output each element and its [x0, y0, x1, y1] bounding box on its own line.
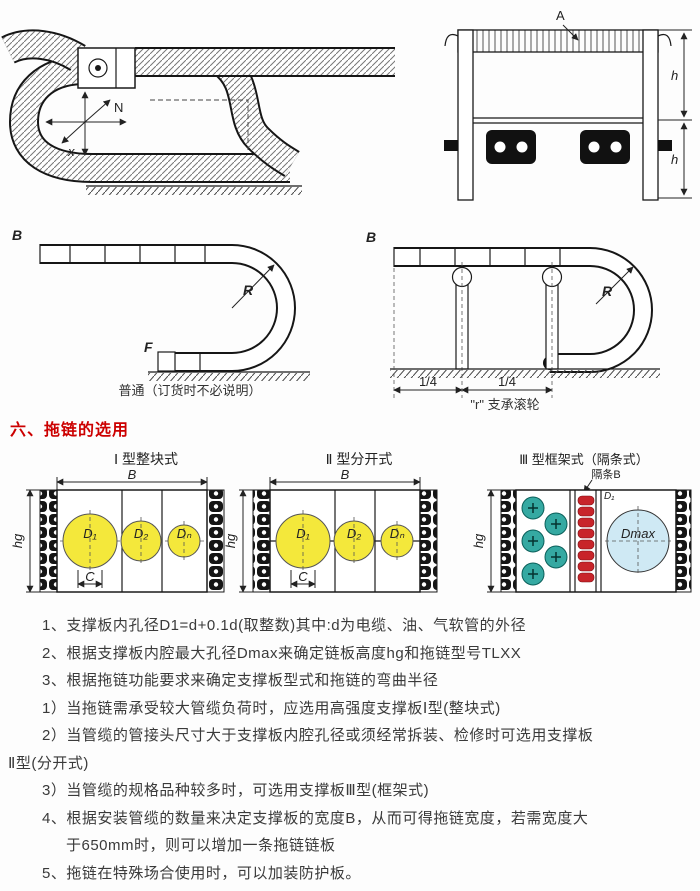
- hose-circles: [521, 496, 568, 586]
- label-r-plain: R: [243, 282, 254, 298]
- chain-strip-left: [39, 489, 58, 593]
- label-n: N: [114, 100, 123, 115]
- label-r-roller: R: [602, 283, 613, 299]
- label-a: A: [556, 8, 565, 23]
- dim-quarter-2: 1/4: [461, 374, 553, 394]
- chain-strip-right: [206, 489, 225, 593]
- ground-hatch-roller: [390, 368, 660, 378]
- label-quarter-1: 1/4: [419, 374, 437, 389]
- label-x: x: [67, 144, 75, 159]
- dim-h-bottom: h: [658, 122, 692, 199]
- type1-diagram: Ⅰ 型整块式 B D₁ D₂ Dₙ C: [10, 451, 225, 593]
- support-roller-1: [451, 262, 473, 398]
- note-line-8: 4、根据安装管缆的数量来决定支撑板的宽度B，从而可得拖链宽度，若需宽度大: [42, 809, 589, 827]
- fixed-bracket: [157, 351, 176, 372]
- caption-roller: "r" 支承滚轮: [470, 397, 539, 412]
- selection-notes: 1、支撑板内孔径D1=d+0.1d(取整数)其中:d为电缆、油、气软管的外径 2…: [0, 612, 700, 887]
- chain-strip-right: [419, 489, 438, 593]
- type3-diagram: Ⅲ 型框架式（隔条式） 隔条B: [471, 452, 692, 593]
- type2-diagram: Ⅱ 型分开式 B D₁ D₂ Dₙ C: [223, 451, 438, 593]
- caption-plain: 普通（订货时不必说明）: [118, 383, 261, 398]
- right-wall: [642, 29, 659, 201]
- chain-strip-right: [675, 489, 692, 593]
- dim-h-top: h: [658, 29, 692, 121]
- label-dn: Dₙ: [177, 526, 192, 541]
- note-line-10: 5、拖链在特殊场合使用时，可以加装防护板。: [42, 864, 361, 882]
- ground-hatch-plain: [148, 371, 310, 381]
- type2-title: Ⅱ 型分开式: [326, 451, 393, 467]
- bolt-left: [444, 140, 458, 151]
- drag-chain-top-view: N x: [1, 29, 395, 195]
- type2-dim-hg: hg: [223, 533, 238, 548]
- dim-quarter-1: 1/4: [393, 374, 463, 394]
- note-line-3: 3、根据拖链功能要求来确定支撑板型式和拖链的弯曲半径: [42, 672, 439, 689]
- mount-bracket-left: [486, 130, 536, 164]
- chain-strip-left: [252, 489, 271, 593]
- label-f: F: [144, 339, 153, 355]
- type3-dim-top: 隔条B: [591, 467, 620, 481]
- chain-strip-left: [500, 489, 517, 593]
- type1-dim-b: B: [128, 467, 137, 482]
- section-heading: 六、拖链的选用: [10, 422, 130, 439]
- fixed-end-box: [77, 47, 136, 89]
- label-quarter-2: 1/4: [498, 374, 516, 389]
- side-view-rollers: B R: [366, 229, 660, 412]
- ground-hatch-top: [86, 185, 302, 195]
- type2-dim-b: B: [341, 467, 350, 482]
- cover-plate: [457, 29, 659, 53]
- label-d2: D₂: [134, 526, 148, 541]
- side-view-plain: B F R 普通（订货时不必说明）: [12, 227, 310, 398]
- label-d1: D₁: [83, 526, 97, 541]
- label-b-plain: B: [12, 227, 22, 243]
- note-line-1: 1、支撑板内孔径D1=d+0.1d(取整数)其中:d为电缆、油、气软管的外径: [42, 617, 527, 634]
- label-d2: D₂: [347, 526, 361, 541]
- note-line-9: 于650mm时，则可以增加一条拖链链板: [66, 837, 336, 854]
- alt-position-guide: [150, 99, 249, 150]
- direction-cross: N x: [45, 91, 127, 159]
- type2-dim-c: C: [298, 569, 308, 584]
- type3-dim-hg: hg: [471, 533, 486, 548]
- support-plate-type-diagrams: Ⅰ 型整块式 B D₁ D₂ Dₙ C: [10, 451, 692, 593]
- top-technical-drawings: N x A: [1, 8, 692, 412]
- label-dmax: Dmax: [621, 526, 655, 541]
- left-wall: [457, 29, 474, 201]
- type3-title: Ⅲ 型框架式（隔条式）: [519, 452, 649, 467]
- label-d1: D₁: [604, 491, 614, 502]
- note-line-4: 1）当拖链需承受较大管缆负荷时，应选用高强度支撑板Ⅰ型(整块式): [42, 699, 501, 717]
- type1-dim-c: C: [85, 569, 95, 584]
- note-line-7: 3）当管缆的规格品种较多时，可选用支撑板Ⅲ型(框架式): [42, 782, 430, 799]
- note-line-6: Ⅱ型(分开式): [8, 754, 89, 772]
- label-dn: Dₙ: [390, 526, 405, 541]
- type1-dim-hg: hg: [10, 533, 25, 548]
- label-h-top: h: [671, 68, 678, 83]
- bolt-right: [658, 140, 672, 151]
- cross-section-view: A h h: [444, 8, 692, 201]
- label-b-roller: B: [366, 229, 376, 245]
- label-d1: D₁: [296, 526, 310, 541]
- type1-title: Ⅰ 型整块式: [114, 451, 178, 467]
- cable-stack: [577, 495, 595, 583]
- note-line-2: 2、根据支撑板内腔最大孔径Dmax来确定链板高度hg和拖链型号TLXX: [42, 644, 522, 662]
- mount-bracket-right: [580, 130, 630, 164]
- label-h-bottom: h: [671, 152, 678, 167]
- note-line-5: 2）当管缆的管接头尺寸大于支撑板内腔孔径或须经常拆装、检修时可选用支撑板: [42, 727, 594, 744]
